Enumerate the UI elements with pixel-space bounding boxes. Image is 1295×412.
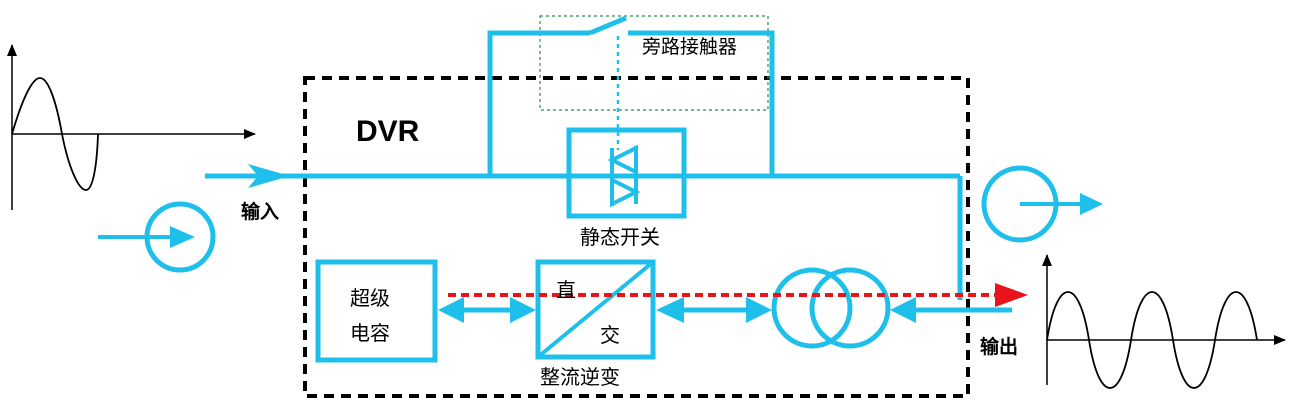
input-arrow-icon bbox=[248, 164, 290, 188]
converter-name-label: 整流逆变 bbox=[540, 365, 620, 389]
input-sine-curve bbox=[11, 77, 99, 191]
input-waveform bbox=[6, 44, 256, 210]
output-sine-curve bbox=[1046, 291, 1258, 389]
thyristor-icon bbox=[607, 144, 641, 208]
current-source-icon bbox=[98, 201, 216, 273]
output-label: 输出 bbox=[980, 335, 1018, 358]
bypass-line-right bbox=[628, 30, 775, 176]
dvr-label: DVR bbox=[356, 115, 420, 148]
bidirectional-arrow-icon bbox=[890, 297, 1012, 323]
current-source-icon bbox=[981, 165, 1103, 243]
supercap-label-line1: 超级 bbox=[350, 286, 390, 310]
energy-flow-arrow bbox=[448, 283, 1028, 307]
bypass-line-left bbox=[487, 30, 590, 176]
bidirectional-arrow-icon bbox=[656, 297, 772, 323]
contactor-switch-blade bbox=[589, 15, 627, 36]
dvr-boundary bbox=[303, 76, 970, 398]
static-switch bbox=[566, 127, 687, 219]
bypass-contactor-box bbox=[539, 15, 769, 111]
input-label: 输入 bbox=[241, 200, 279, 223]
bypass-contactor-label: 旁路接触器 bbox=[642, 36, 737, 58]
supercapacitor-box bbox=[315, 259, 438, 363]
transformer-icon bbox=[771, 267, 891, 349]
output-waveform bbox=[1042, 254, 1286, 389]
supercap-label-line2: 电容 bbox=[350, 321, 390, 345]
converter-dc-label: 直 bbox=[556, 278, 576, 302]
bidirectional-arrow-icon bbox=[438, 297, 536, 323]
dc-ac-converter-icon bbox=[535, 259, 656, 360]
static-switch-label: 静态开关 bbox=[580, 225, 660, 249]
converter-ac-label: 交 bbox=[600, 323, 620, 347]
static-switch-box bbox=[566, 127, 687, 219]
